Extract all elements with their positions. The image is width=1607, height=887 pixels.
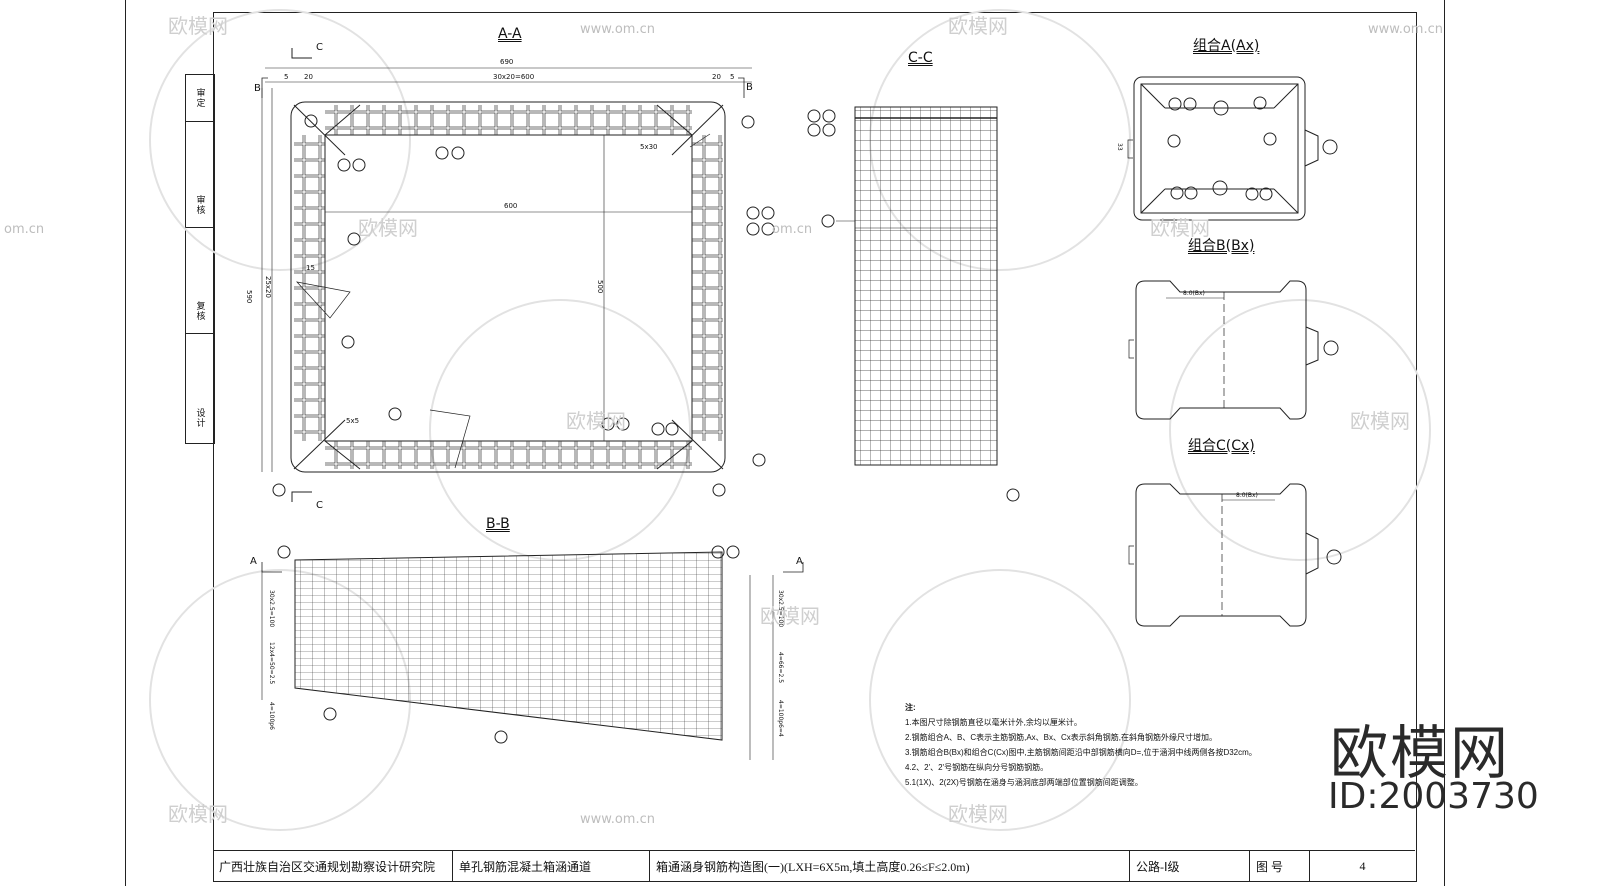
watermark-logos bbox=[149, 9, 1431, 831]
dim-inner-height: 500 bbox=[596, 280, 604, 294]
dim-top-edge-left: 20 bbox=[304, 73, 313, 81]
section-bb bbox=[261, 545, 804, 760]
sidebar-cell-review: 审核 bbox=[186, 182, 214, 228]
note-line: 3.钢筋组合B(Bx)和组合C(Cx)图中,主筋钢筋间距沿中部钢筋横向D=,位于… bbox=[905, 748, 1257, 757]
dim-top-pitch: 30x20=600 bbox=[493, 73, 535, 81]
dim-left-height: 590 bbox=[245, 290, 253, 304]
section-mark-c-bottom: C bbox=[316, 500, 323, 511]
watermark-text: 欧模网 bbox=[168, 802, 228, 826]
section-mark-b-left: B bbox=[254, 83, 261, 94]
section-aa bbox=[261, 48, 775, 502]
watermark-text: 欧模网 bbox=[1150, 216, 1210, 240]
title-bb: B-B bbox=[486, 516, 510, 532]
dim-left-small: 15 bbox=[306, 264, 315, 272]
notes-heading: 注: bbox=[905, 703, 916, 712]
section-mark-b-right: B bbox=[746, 82, 753, 93]
title-aa: A-A bbox=[498, 26, 522, 42]
sheet-outer-border bbox=[125, 0, 1445, 886]
combo-a-diagram bbox=[1127, 76, 1338, 221]
dim-combo-c-top: 8.0(Bx) bbox=[1236, 492, 1258, 499]
watermark-text: 欧模网 bbox=[358, 216, 418, 240]
watermark-url: om.cn bbox=[772, 222, 813, 237]
dim-combo-a-side: 33 bbox=[1116, 143, 1123, 151]
watermark-text: 欧模网 bbox=[1350, 409, 1410, 433]
tb-fig-label: 图 号 bbox=[1250, 851, 1310, 881]
note-line: 1.本图尺寸除钢筋直径以毫米计外,余均以厘米计。 bbox=[905, 718, 1082, 727]
dim-combo-b-top: 8.0(Bx) bbox=[1183, 290, 1205, 297]
watermark-url: www.om.cn bbox=[580, 812, 655, 827]
dim-left-pitch: 25x20 bbox=[264, 276, 272, 298]
tb-organization: 广西壮族自治区交通规划勘察设计研究院 bbox=[213, 851, 453, 881]
dim-bb-right-top: 30x2.5=100 bbox=[777, 590, 784, 628]
section-mark-c-top: C bbox=[316, 42, 323, 53]
notes-block: 注: 1.本图尺寸除钢筋直径以毫米计外,余均以厘米计。 2.钢筋组合A、B、C表… bbox=[905, 700, 1285, 790]
watermark-text: 欧模网 bbox=[566, 409, 626, 433]
dim-inner-width: 600 bbox=[504, 202, 518, 210]
dim-bb-bottom-left: 4=100p6 bbox=[268, 702, 275, 730]
watermark-text: 欧模网 bbox=[948, 802, 1008, 826]
sheet-inner-border bbox=[213, 12, 1417, 882]
tb-grade: 公路-Ⅰ级 bbox=[1130, 851, 1250, 881]
dim-bb-top-left: 30x2.5=100 bbox=[268, 590, 275, 628]
signature-sidebar: 审定 审核 复核 设计 bbox=[185, 74, 215, 444]
section-mark-a-right: A bbox=[796, 556, 803, 567]
combo-b-diagram bbox=[1128, 280, 1339, 420]
dim-bb-right-bottom: 4=100p6=4 bbox=[777, 700, 784, 737]
note-line: 4.2、2'、2'号钢筋在纵向分号钢筋钢筋。 bbox=[905, 763, 1049, 772]
watermark-text: 欧模网 bbox=[948, 14, 1008, 38]
dim-top-cover-left: 5 bbox=[284, 73, 289, 81]
watermark-brand: 欧模网 bbox=[1330, 719, 1511, 787]
watermark-id: ID:2003730 bbox=[1328, 776, 1539, 817]
watermark-text: 欧模网 bbox=[168, 14, 228, 38]
dim-haunch-bottom: 5x5 bbox=[346, 417, 360, 425]
dim-top-edge-right: 20 bbox=[712, 73, 721, 81]
dim-top-total: 690 bbox=[500, 58, 514, 66]
tb-drawing-title: 箱通涵身钢筋构造图(一)(LXH=6X5m,填土高度0.26≤F≤2.0m) bbox=[650, 851, 1130, 881]
note-line: 2.钢筋组合A、B、C表示主筋钢筋,Ax、Bx、Cx表示斜角钢筋,在斜角钢筋外缘… bbox=[905, 733, 1218, 742]
sidebar-cell-approve: 审定 bbox=[186, 75, 214, 122]
title-combo-a: 组合A(Ax) bbox=[1193, 38, 1260, 54]
watermark-url: www.om.cn bbox=[580, 22, 655, 37]
dim-bb-mid-left: 12x4=50=2.5 bbox=[268, 642, 275, 685]
sidebar-cell-design: 设计 bbox=[194, 408, 205, 428]
tb-fig-number: 4 bbox=[1359, 858, 1366, 873]
section-mark-a-left: A bbox=[250, 556, 257, 567]
section-cc bbox=[807, 106, 1020, 502]
watermark-text: 欧模网 bbox=[760, 604, 820, 628]
dim-top-cover-right: 5 bbox=[730, 73, 735, 81]
watermark-url: om.cn bbox=[4, 222, 45, 237]
tb-project: 单孔钢筋混凝土箱涵通道 bbox=[453, 851, 650, 881]
dim-haunch-top: 5x30 bbox=[640, 143, 658, 151]
note-line: 5.1(1X)、2(2X)号钢筋在涵身与涵洞底部两端部位置钢筋间距调整。 bbox=[905, 778, 1143, 787]
combo-c-diagram bbox=[1128, 483, 1342, 627]
title-combo-c: 组合C(Cx) bbox=[1188, 438, 1255, 454]
dim-bb-right-mid: 4=66=2.5 bbox=[777, 652, 784, 684]
title-block: 广西壮族自治区交通规划勘察设计研究院 单孔钢筋混凝土箱涵通道 箱通涵身钢筋构造图… bbox=[213, 850, 1415, 881]
sidebar-cell-check: 复核 bbox=[186, 288, 214, 334]
title-combo-b: 组合B(Bx) bbox=[1188, 238, 1255, 254]
watermark-url: www.om.cn bbox=[1368, 22, 1443, 37]
title-cc: C-C bbox=[908, 50, 933, 66]
